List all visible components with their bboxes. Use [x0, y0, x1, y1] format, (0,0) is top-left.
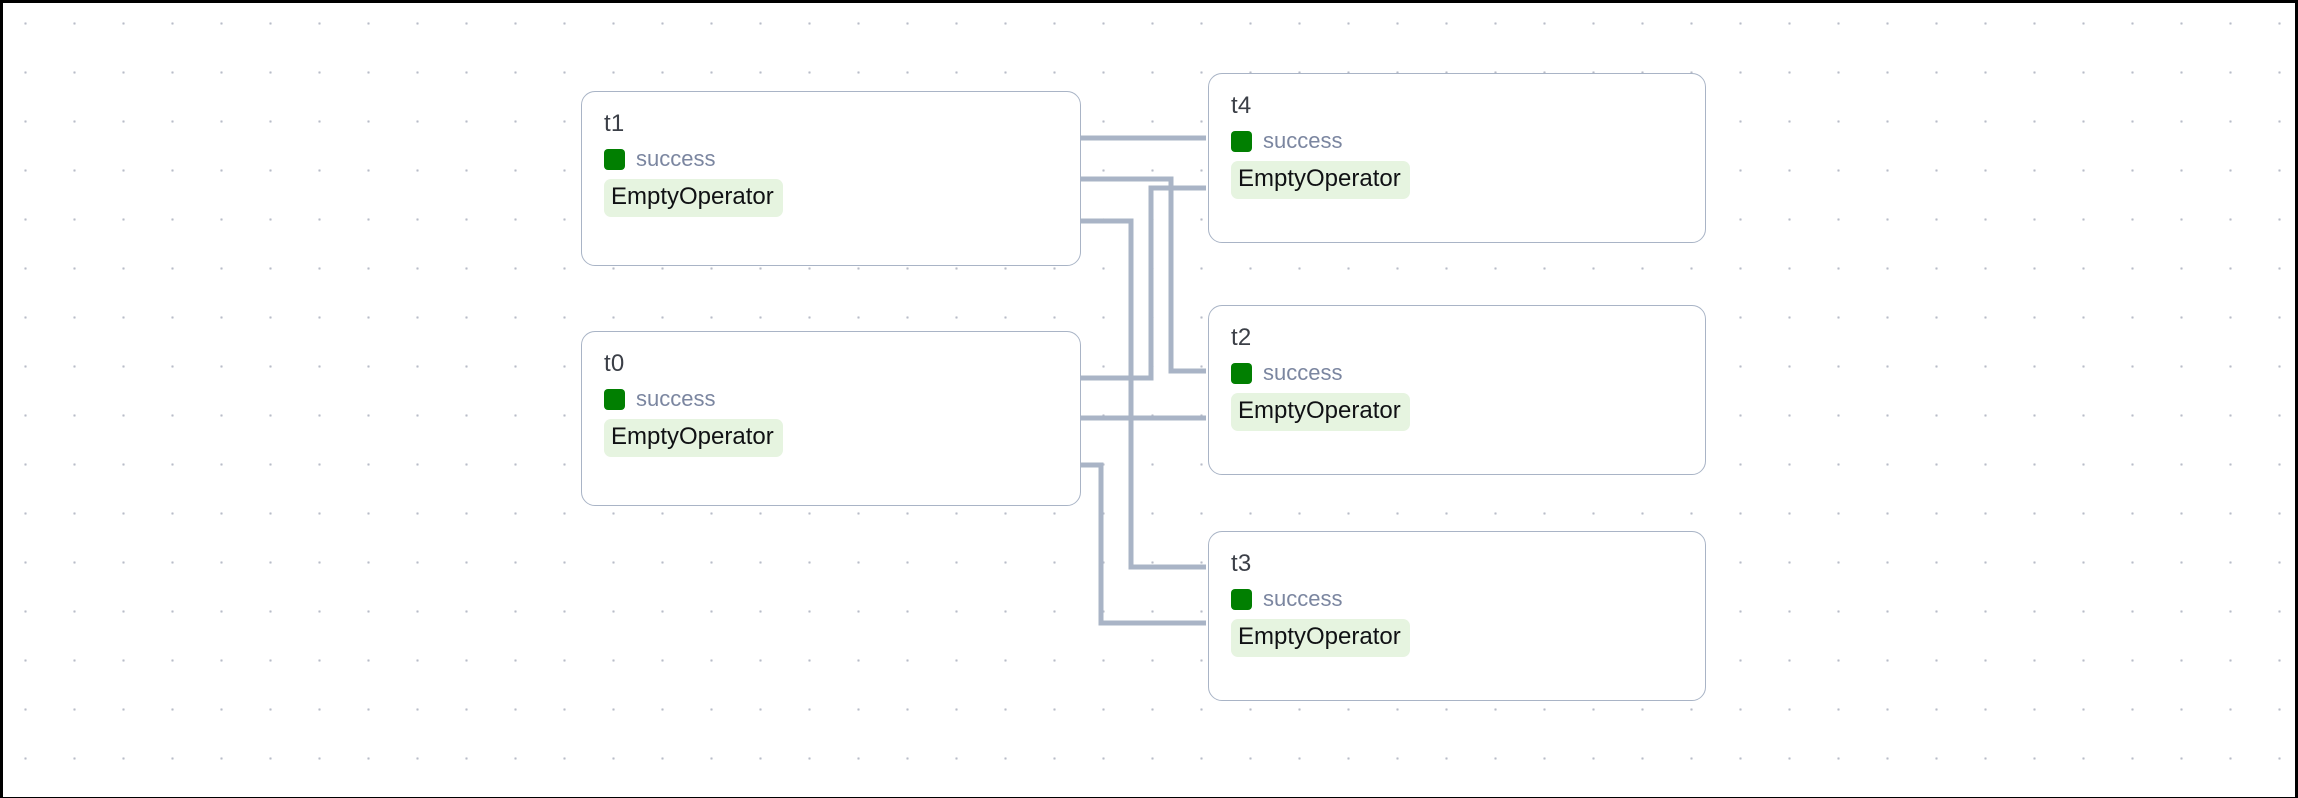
task-node-title: t4	[1231, 92, 1252, 119]
task-status-label: success	[636, 386, 716, 411]
task-status-row: success	[604, 148, 715, 170]
task-status-label: success	[1263, 586, 1343, 611]
task-status-row: success	[604, 388, 715, 410]
status-square-icon	[604, 148, 625, 170]
status-square-icon	[1231, 362, 1252, 384]
task-status-label: success	[1263, 360, 1343, 385]
dag-edge	[1081, 218, 1206, 570]
task-status-label: success	[1263, 128, 1343, 153]
task-operator-chip: EmptyOperator	[604, 179, 783, 217]
task-status-label: success	[636, 146, 716, 171]
status-square-icon	[1231, 130, 1252, 152]
task-status-row: success	[1231, 588, 1342, 610]
dag-edge	[1081, 176, 1206, 374]
task-status-row: success	[1231, 130, 1342, 152]
task-node-title: t3	[1231, 550, 1252, 577]
task-status-row: success	[1231, 362, 1342, 384]
task-node-title: t2	[1231, 324, 1252, 351]
task-node-title: t1	[604, 110, 625, 137]
task-node-title: t0	[604, 350, 625, 377]
task-operator-chip: EmptyOperator	[1231, 619, 1410, 657]
task-operator-chip: EmptyOperator	[1231, 161, 1410, 199]
status-square-icon	[604, 388, 625, 410]
edge-layer	[1081, 135, 1206, 626]
status-square-icon	[1231, 588, 1252, 610]
dot-grid-background	[3, 3, 2295, 797]
task-operator-chip: EmptyOperator	[1231, 393, 1410, 431]
dag-edge	[1081, 462, 1206, 626]
dag-edge	[1081, 185, 1206, 381]
task-operator-chip: EmptyOperator	[604, 419, 783, 457]
